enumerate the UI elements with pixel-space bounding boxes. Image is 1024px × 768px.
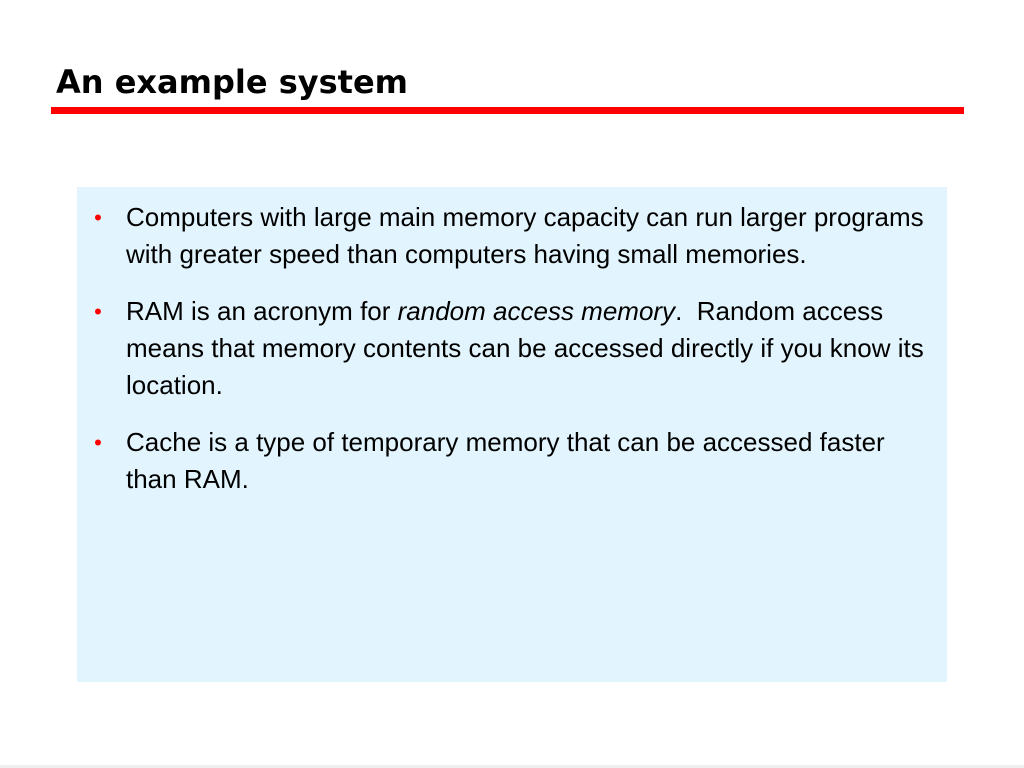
bullet-text-rest: . Random access means that memory conten… <box>126 296 931 400</box>
bottom-divider <box>0 765 1024 768</box>
bullet-list: • Computers with large main memory capac… <box>77 199 947 518</box>
bullet-item-3: • Cache is a type of temporary memory th… <box>77 424 947 498</box>
bullet-text: Cache is a type of temporary memory that… <box>126 427 885 494</box>
bullet-icon: • <box>94 299 102 324</box>
bullet-icon: • <box>94 205 102 230</box>
bullet-item-1: • Computers with large main memory capac… <box>77 199 947 273</box>
bullet-icon: • <box>94 430 102 455</box>
bullet-text-lead: RAM is an acronym for <box>126 296 398 326</box>
bullet-text: Computers with large main memory capacit… <box>126 202 924 269</box>
slide-title: An example system <box>56 63 408 101</box>
content-panel: • Computers with large main memory capac… <box>77 187 947 682</box>
bullet-text-emphasis: random access memory <box>397 296 676 326</box>
bullet-item-2: • RAM is an acronym for random access me… <box>77 293 947 404</box>
title-underline <box>51 107 964 114</box>
